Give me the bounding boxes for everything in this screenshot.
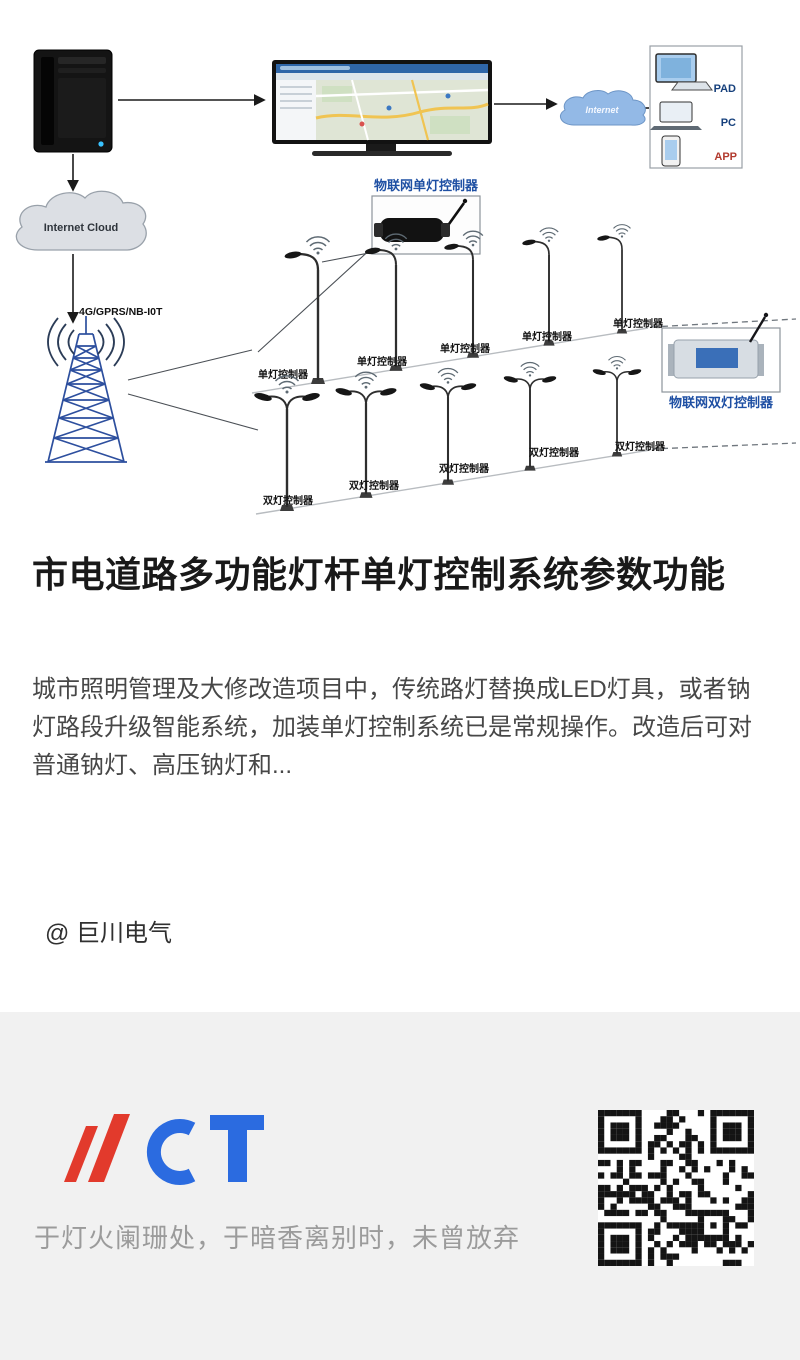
logo-letter-c [146, 1119, 196, 1185]
article-summary: 城市照明管理及大修改造项目中，传统路灯替换成LED灯具，或者钠灯路段升级智能系统… [32, 676, 752, 780]
single-lamp-label: 单灯控制器 [522, 330, 573, 343]
internet-cloud: Internet Cloud [15, 190, 147, 251]
device-label-pc: PC [721, 117, 736, 129]
footer-tagline: 于灯火阑珊处，于暗香离别时，未曾放弃 [34, 1223, 521, 1253]
qr-graphic [598, 1110, 754, 1266]
dual-lamp-label: 双灯控制器 [529, 446, 580, 459]
single-controller-title: 物联网单灯控制器 [374, 178, 479, 193]
dual-lamp-label: 双灯控制器 [439, 462, 490, 475]
internet-cloud-small-label: Internet [585, 105, 619, 115]
device-label-pad: PAD [714, 83, 736, 95]
server-tower [33, 49, 113, 153]
laptop-icon [671, 81, 713, 91]
dual-lamp-controller: 物联网双灯控制器 [661, 312, 781, 410]
street-lamp-dual [333, 371, 399, 499]
device-label-app: APP [714, 151, 737, 163]
map-monitor [272, 60, 492, 156]
radio-tower [45, 316, 127, 463]
single-lamp-row: 单灯控制器 单灯控制器 单灯控制器 单灯控制器 单灯控制器 [258, 223, 664, 386]
single-lamp-label: 单灯控制器 [440, 342, 491, 355]
dual-lamp-label: 双灯控制器 [349, 479, 400, 492]
dual-lamp-label: 双灯控制器 [615, 440, 666, 453]
single-lamp-label: 单灯控制器 [258, 368, 309, 381]
radio-waves-icon [47, 317, 125, 367]
single-lamp-label: 单灯控制器 [613, 317, 664, 330]
network-protocol-label: 4G/GPRS/NB-I0T [79, 306, 163, 318]
dashed-links [651, 318, 797, 450]
brand-logo [58, 1112, 268, 1187]
single-lamp-label: 单灯控制器 [357, 355, 408, 368]
qr-code [598, 1110, 754, 1266]
diagram-canvas: Internet PAD PC APP Internet Cloud [15, 45, 797, 515]
logo-graphic [64, 1114, 264, 1185]
flow-arrows [67, 94, 649, 324]
internet-cloud-label: Internet Cloud [44, 222, 119, 234]
dual-controller-title: 物联网双灯控制器 [669, 395, 774, 410]
article-title: 市电道路多功能灯杆单灯控制系统参数功能 [32, 554, 726, 595]
street-lamp-single [596, 223, 632, 335]
single-lamp-controller: 物联网单灯控制器 [371, 178, 481, 255]
client-devices: PAD PC APP [649, 45, 743, 169]
logo-letter-t-stem [228, 1115, 247, 1182]
street-lamp-single [520, 226, 560, 347]
system-diagram: Internet PAD PC APP Internet Cloud [0, 0, 800, 530]
pc-icon [659, 101, 693, 123]
dual-lamp-row: 双灯控制器 双灯控制器 双灯控制器 双灯控制器 双灯控制器 [252, 355, 666, 513]
internet-cloud-small: Internet [559, 90, 646, 126]
sidebar-lines [280, 86, 312, 109]
signal-links [127, 245, 375, 431]
street-lamp-single [282, 235, 331, 386]
logo-stripe-large [88, 1114, 130, 1182]
logo-stripe-small [64, 1126, 98, 1182]
street-lamp-dual [252, 374, 322, 513]
dual-lamp-label: 双灯控制器 [263, 494, 314, 507]
footer-banner: 于灯火阑珊处，于暗香离别时，未曾放弃 [0, 1012, 800, 1360]
article-author: @ 巨川电气 [45, 920, 173, 948]
ground-lines [251, 327, 651, 515]
